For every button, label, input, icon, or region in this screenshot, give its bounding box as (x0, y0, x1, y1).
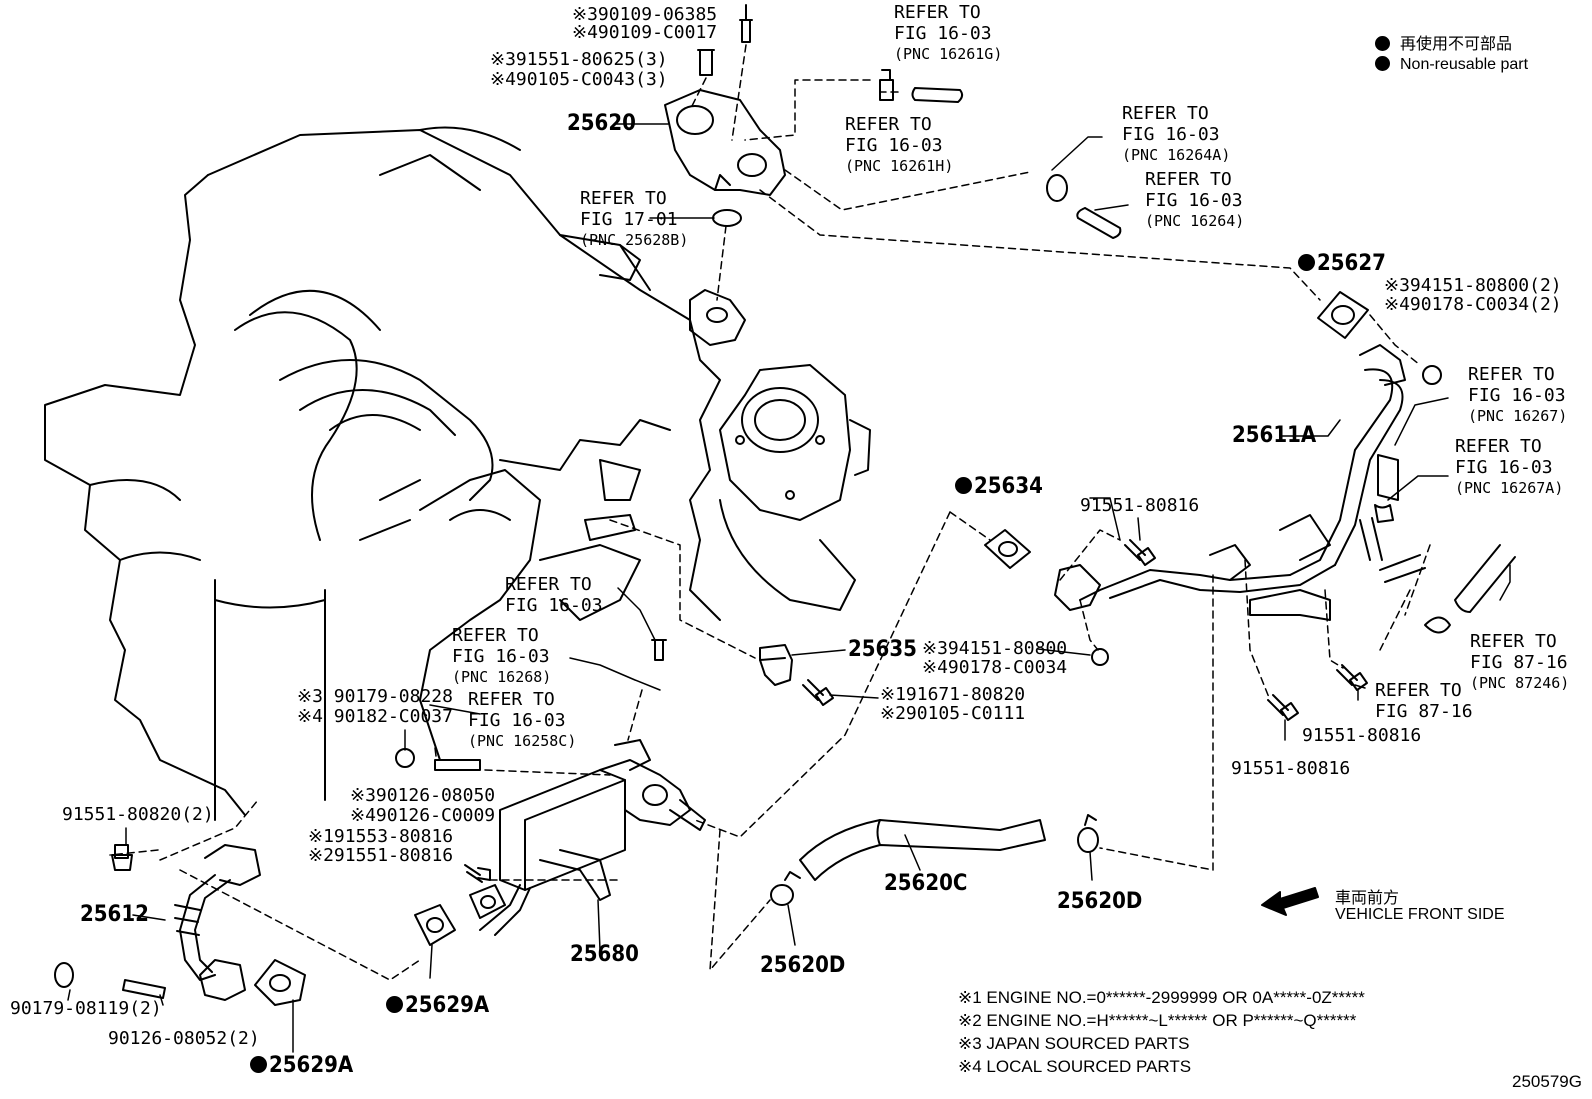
dashed-lines (109, 44, 1431, 981)
part-number-label: 91551-80816 (1080, 495, 1200, 516)
part-number-label: 91551-80820(2) (62, 804, 214, 825)
part-number-label: 91551-80816 (1231, 758, 1351, 779)
part-number-label: ※490126-C0009 (350, 805, 496, 826)
hoses-right (1374, 454, 1516, 634)
part-number-label: ※390109-06385 (572, 4, 718, 25)
part-label-25635: 25635 (848, 637, 917, 662)
hoses-top (879, 69, 1122, 239)
part-number-label: ※490178-C0034 (922, 657, 1068, 678)
part-label-25629a: 25629A (386, 995, 489, 1017)
legend-non-reusable-en: Non-reusable part (1375, 56, 1528, 74)
part-number-label: ※290105-C0111 (880, 703, 1026, 724)
part-label-25620d: 25620D (1057, 889, 1143, 914)
bullet-icon (1375, 56, 1390, 71)
gasket-small-cooler (469, 884, 506, 919)
part-label-25627: 25627 (1298, 253, 1386, 275)
part-number-label: ※3 90179-08228 (297, 686, 453, 707)
refer-16267a: REFER TO FIG 16-03 (PNC 16267A) (1455, 436, 1564, 497)
figure-id: 250579G (1512, 1072, 1582, 1091)
leader-lines (67, 123, 1511, 1053)
bolts (54, 539, 1368, 999)
part-label-25620: 25620 (567, 111, 636, 136)
part-label-25612: 25612 (80, 902, 149, 927)
refer-16258c: REFER TO FIG 16-03 (PNC 16258C) (468, 689, 577, 750)
refer-16261g: REFER TO FIG 16-03 (PNC 16261G) (894, 2, 1003, 63)
clamp-25620d-b (1077, 814, 1099, 853)
note-1: ※1 ENGINE NO.=0******-2999999 OR 0A*****… (958, 988, 1365, 1007)
bracket-25635 (759, 644, 793, 686)
refer-87246: REFER TO FIG 87-16 (PNC 87246) (1470, 631, 1570, 692)
refer-16264a: REFER TO FIG 16-03 (PNC 16264A) (1122, 103, 1231, 164)
note-3: ※3 JAPAN SOURCED PARTS (958, 1034, 1190, 1053)
nut-25627 (1422, 365, 1442, 385)
part-number-label: ※390126-08050 (350, 785, 496, 806)
refer-16264: REFER TO FIG 16-03 (PNC 16264) (1145, 169, 1245, 230)
part-number-label: ※291551-80816 (308, 845, 454, 866)
part-number-label: 91551-80816 (1302, 725, 1422, 746)
non-reusable-icon (250, 1056, 267, 1073)
egr-pipe-25612 (174, 844, 261, 1001)
engine-block-outline (44, 126, 721, 821)
part-label-25634: 25634 (955, 476, 1043, 498)
part-label-25620d: 25620D (760, 953, 846, 978)
refer-16268: REFER TO FIG 16-03 (PNC 16268) (452, 625, 552, 686)
part-number-label: ※191553-80816 (308, 826, 454, 847)
vehicle-front-label-en: VEHICLE FRONT SIDE (1335, 906, 1505, 923)
part-number-label: ※394151-80800 (922, 638, 1068, 659)
refer-25628b: REFER TO FIG 17-01 (PNC 25628B) (580, 188, 689, 249)
throttle-body (689, 289, 871, 611)
part-number-label: ※191671-80820 (880, 684, 1026, 705)
non-reusable-icon (1298, 254, 1315, 271)
part-number-label: ※391551-80625(3) (490, 49, 668, 70)
o-ring-25628b (712, 209, 742, 227)
note-2: ※2 ENGINE NO.=H******~L****** OR P******… (958, 1011, 1357, 1030)
part-label-25611a: 25611A (1232, 423, 1317, 448)
vehicle-front-arrow-icon (1261, 887, 1319, 916)
refer-16261h: REFER TO FIG 16-03 (PNC 16261H) (845, 114, 954, 175)
note-4: ※4 LOCAL SOURCED PARTS (958, 1057, 1192, 1076)
part-label-25680: 25680 (570, 942, 639, 967)
refer-1603-mid: REFER TO FIG 16-03 (505, 574, 603, 616)
clamp-25620d-a (770, 871, 801, 906)
part-label-25620c: 25620C (884, 871, 968, 896)
refer-16267: REFER TO FIG 16-03 (PNC 16267) (1468, 364, 1568, 425)
part-number-label: ※490109-C0017 (572, 22, 718, 43)
refer-8716: REFER TO FIG 87-16 (1375, 680, 1473, 722)
part-number-label: ※490105-C0043(3) (490, 69, 668, 90)
bullet-icon (1375, 36, 1390, 51)
legend-non-reusable-jp: 再使用不可部品 (1375, 30, 1512, 54)
gasket-25634 (984, 529, 1031, 569)
gasket-25627 (1317, 291, 1369, 339)
part-number-label: ※490178-C0034(2) (1384, 294, 1562, 315)
gasket-25629a-b (254, 959, 306, 1006)
egr-cooler-25680 (479, 739, 706, 936)
egr-pipe-25611a (1054, 344, 1426, 621)
part-number-label: 90126-08052(2) (108, 1028, 260, 1049)
gasket-25629a-a (414, 904, 456, 946)
part-label-25629a: 25629A (250, 1055, 353, 1077)
hose-25620c (799, 819, 1046, 881)
egr-valve-25620 (664, 4, 786, 196)
non-reusable-icon (386, 996, 403, 1013)
part-number-label: ※394151-80800(2) (1384, 275, 1562, 296)
part-number-label: ※4 90182-C0037 (297, 706, 453, 727)
part-number-label: 90179-08119(2) (10, 998, 162, 1019)
vehicle-front-label-jp: 車両前方 (1335, 890, 1400, 907)
non-reusable-icon (955, 477, 972, 494)
